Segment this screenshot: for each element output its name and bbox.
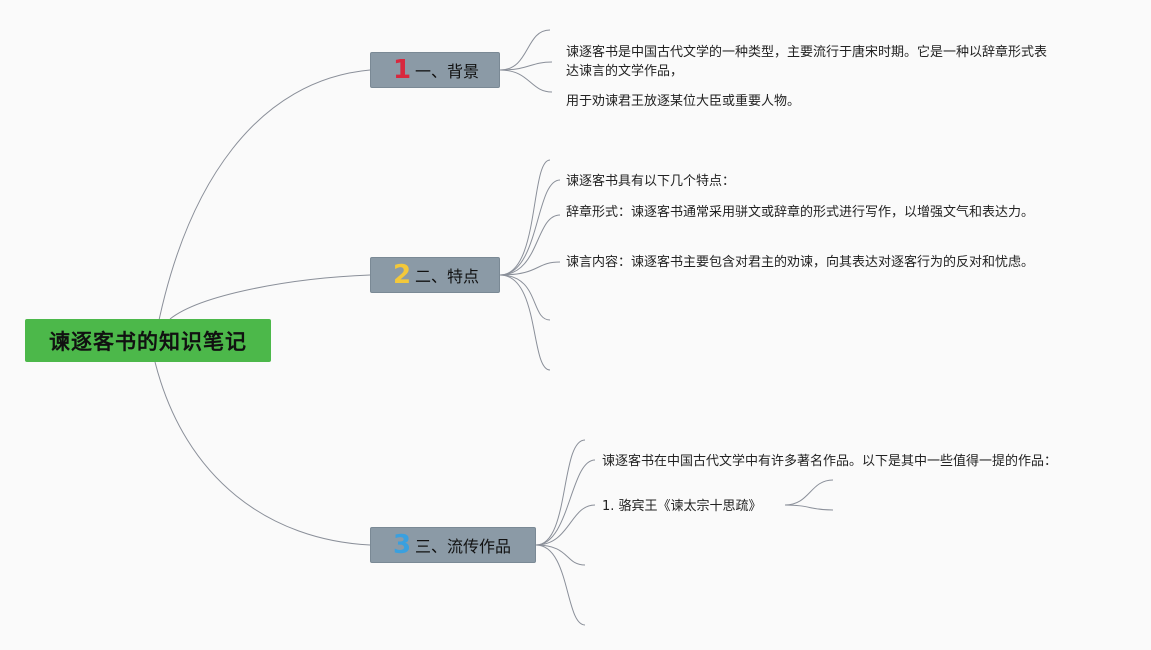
link-b3-leaf-3: [535, 544, 586, 566]
link-b2-leaf-3: [499, 261, 561, 276]
link-root-b1: [154, 69, 371, 341]
number-badge-1: 1: [392, 55, 412, 85]
link-b2-leaf-4: [499, 274, 551, 321]
link-b2-leaf-5: [499, 274, 551, 371]
note-features-intro[interactable]: 谏逐客书具有以下几个特点：: [566, 174, 736, 189]
link-b1-leaf-0: [499, 29, 551, 71]
branch-label: 三、流传作品: [415, 537, 512, 556]
link-b3-leaf-0: [535, 439, 586, 546]
link-b2-leaf-2: [499, 214, 561, 276]
link-b2-leaf-1: [499, 179, 561, 276]
branch-features[interactable]: 2 二、特点: [370, 257, 500, 293]
root-topic[interactable]: 谏逐客书的知识笔记: [25, 319, 271, 362]
number-badge-3: 3: [392, 530, 412, 560]
branch-label: 二、特点: [415, 267, 480, 286]
number-badge-2: 2: [392, 260, 412, 290]
link-b3-leaf-2: [535, 504, 596, 546]
link-b1-leaf-2: [499, 69, 553, 93]
note-works-item-1[interactable]: 1. 骆宾王《谏太宗十思疏》: [602, 499, 762, 514]
note-background-2[interactable]: 用于劝谏君王放逐某位大臣或重要人物。: [566, 94, 801, 109]
link-root-b3: [154, 361, 371, 546]
link-root-b2: [169, 274, 371, 320]
root-title: 谏逐客书的知识笔记: [49, 329, 247, 354]
branch-background[interactable]: 1 一、背景: [370, 52, 500, 88]
link-sub-0: [784, 479, 834, 506]
branch-works[interactable]: 3 三、流传作品: [370, 527, 536, 563]
link-b1-leaf-1: [499, 61, 553, 71]
branch-label: 一、背景: [415, 62, 480, 81]
note-background-1[interactable]: 谏逐客书是中国古代文学的一种类型，主要流行于唐宋时期。它是一种以辞章形式表达谏言…: [566, 45, 1048, 79]
link-sub-1: [784, 504, 834, 511]
link-b2-leaf-0: [499, 159, 551, 276]
note-features-form[interactable]: 辞章形式：谏逐客书通常采用骈文或辞章的形式进行写作，以增强文气和表达力。: [566, 205, 1035, 220]
note-features-content[interactable]: 谏言内容：谏逐客书主要包含对君主的劝谏，向其表达对逐客行为的反对和忧虑。: [566, 255, 1035, 270]
link-b3-leaf-4: [535, 544, 586, 626]
note-works-intro[interactable]: 谏逐客书在中国古代文学中有许多著名作品。以下是其中一些值得一提的作品：: [602, 454, 1058, 469]
link-b3-leaf-1: [535, 459, 596, 546]
